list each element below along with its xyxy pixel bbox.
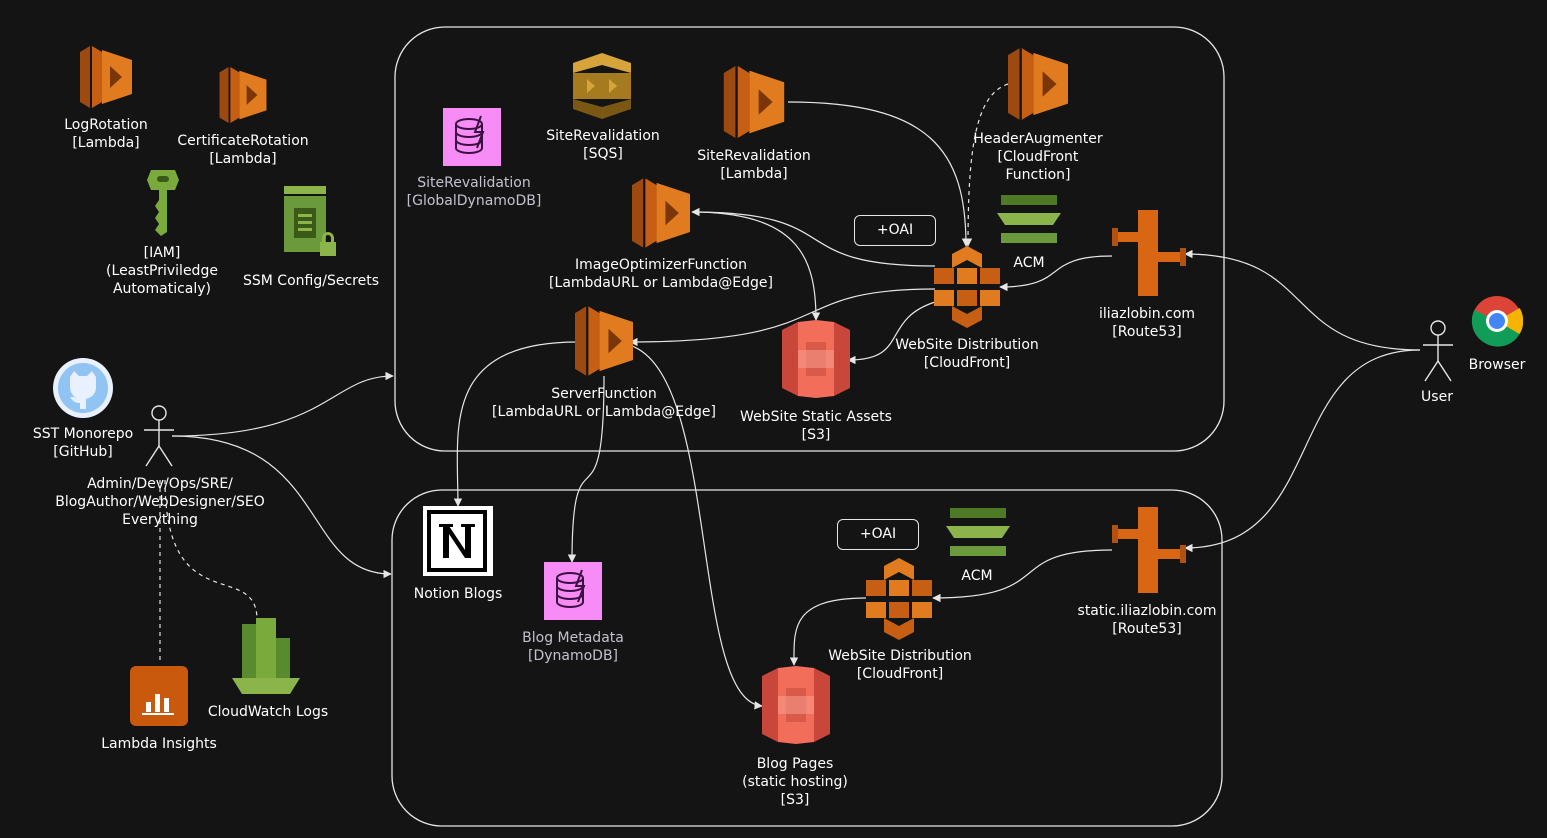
s3-icon — [762, 666, 830, 744]
person-icon — [1423, 320, 1453, 382]
site-revalidation-sqs-label: SiteRevalidation [SQS] — [546, 128, 660, 162]
lambda-icon — [219, 67, 267, 123]
acm-label: ACM — [1013, 255, 1045, 271]
lambda-icon — [575, 306, 633, 376]
edge-route53-to-cloudfront — [999, 255, 1113, 292]
edge-cloudfront-to-server-function — [629, 288, 936, 347]
route53-label: static.iliazlobin.com [Route53] — [1077, 603, 1217, 637]
edge-server-function-to-blog-pages — [631, 345, 763, 710]
edge-cloudfront-to-static-assets — [847, 301, 936, 365]
chrome-icon — [1471, 296, 1523, 347]
route53-label: iliazlobin.com [Route53] — [1098, 306, 1196, 340]
edge-cloudfront-to-image-optimizer — [691, 207, 936, 267]
github-icon — [53, 358, 113, 418]
acm-icon — [946, 508, 1010, 556]
edge-image-optimizer-to-static-assets — [699, 211, 821, 321]
iam-key-icon — [147, 170, 179, 236]
lambda-insights-icon — [130, 666, 188, 726]
edge-revalidation-to-cloudfront — [787, 101, 971, 247]
edge-admin-to-top-region — [171, 371, 394, 437]
dynamodb-icon — [544, 562, 602, 620]
log-rotation-label: LogRotation [Lambda] — [64, 117, 148, 151]
person-icon — [144, 405, 174, 467]
image-optimizer-label: ImageOptimizerFunction [LambdaURL or Lam… — [549, 257, 773, 291]
lambda-icon — [1008, 48, 1068, 120]
edge-server-function-to-blog-metadata — [567, 375, 605, 563]
edge-user-to-route53-top — [1184, 249, 1421, 351]
top-region-container — [394, 26, 1225, 452]
acm-label: ACM — [961, 568, 993, 584]
blog-metadata-label: Blog Metadata [DynamoDB] — [522, 630, 624, 664]
browser-label: Browser — [1468, 357, 1526, 373]
edge-server-function-to-notion — [453, 341, 579, 507]
bottom-region-container — [391, 489, 1223, 827]
cloudwatch-logs-icon — [232, 618, 300, 694]
lambda-icon — [632, 178, 690, 248]
cloudfront-icon — [934, 246, 1000, 328]
s3-icon — [782, 320, 850, 398]
static-assets-label: WebSite Static Assets [S3] — [740, 409, 892, 443]
cloudfront-label: WebSite Distribution [CloudFront] — [895, 337, 1039, 371]
ssm-label: SSM Config/Secrets — [243, 273, 379, 289]
user-label: User — [1421, 389, 1453, 405]
oai-badge: +OAI — [854, 215, 936, 246]
server-function-label: ServerFunction [LambdaURL or Lambda@Edge… — [492, 386, 716, 420]
site-revalidation-dynamodb-label: SiteRevalidation [GlobalDynamoDB] — [406, 175, 542, 209]
cloudfront-label: WebSite Distribution [CloudFront] — [828, 648, 972, 682]
site-revalidation-lambda-label: SiteRevalidation [Lambda] — [697, 148, 811, 182]
notion-label: Notion Blogs — [413, 586, 503, 602]
notion-icon — [423, 506, 493, 576]
cloudfront-icon — [866, 558, 932, 640]
admin-label: Admin/Dev/Ops/SRE/ BlogAuthor/WebDesigne… — [55, 476, 265, 528]
lambda-icon — [80, 46, 132, 108]
certificate-rotation-label: CertificateRotation [Lambda] — [177, 133, 309, 167]
header-augmenter-label: HeaderAugmenter [CloudFront Function] — [973, 131, 1103, 183]
lambda-icon — [723, 66, 785, 138]
edge-admin-to-bottom-region — [171, 435, 392, 579]
blog-pages-label: Blog Pages (static hosting) [S3] — [742, 756, 848, 808]
oai-badge: +OAI — [837, 519, 919, 550]
lambda-insights-label: Lambda Insights — [101, 736, 217, 752]
dynamodb-icon — [443, 108, 501, 166]
acm-icon — [997, 195, 1061, 243]
sqs-icon — [573, 53, 631, 119]
edge-cloudfront-bottom-to-blog-pages — [789, 597, 867, 666]
edge-user-to-route53-bottom — [1184, 349, 1421, 553]
sst-monorepo-label: SST Monorepo [GitHub] — [32, 426, 134, 460]
route53-icon — [1112, 507, 1186, 593]
ssm-parameter-icon — [284, 186, 336, 256]
route53-icon — [1112, 210, 1186, 296]
cloudwatch-logs-label: CloudWatch Logs — [207, 704, 329, 720]
edge-route53-bottom-to-cloudfront-bottom — [932, 549, 1113, 603]
iam-label: [IAM] (LeastPriviledge Automaticaly) — [106, 245, 218, 297]
